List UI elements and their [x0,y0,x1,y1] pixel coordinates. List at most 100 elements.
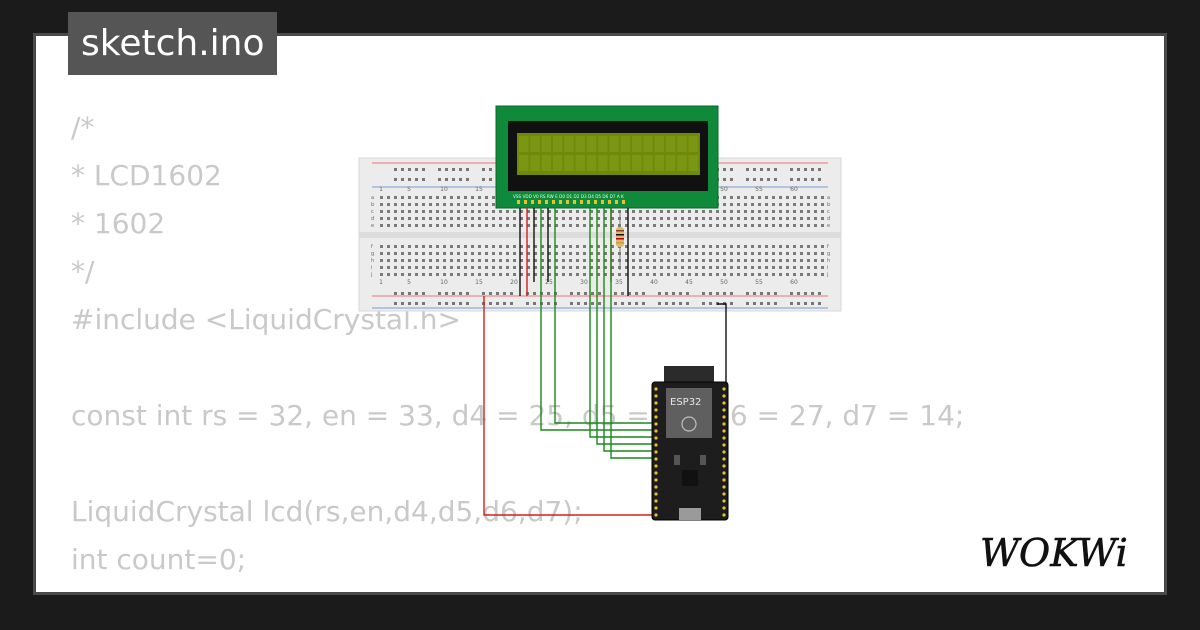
breadboard-hole [632,273,635,276]
column-number: 60 [790,279,798,286]
breadboard-hole [429,245,432,248]
breadboard-hole [541,266,544,269]
code-line: int count=0; [71,543,247,576]
breadboard-hole [576,266,579,269]
breadboard-hole [604,259,607,262]
rail-hole [804,178,807,181]
column-number: 40 [650,279,658,286]
esp32-board: ESP32 [651,366,729,521]
breadboard-hole [471,203,474,206]
breadboard-hole [506,252,509,255]
rail-hole [408,292,411,295]
breadboard-hole [646,217,649,220]
rail-hole [621,302,624,305]
breadboard-hole [716,259,719,262]
breadboard-hole [667,224,670,227]
breadboard-hole [569,224,572,227]
lcd-character-cell [665,136,676,152]
rail-hole [466,168,469,171]
breadboard-hole [534,266,537,269]
rail-hole [547,302,550,305]
breadboard-hole [541,245,544,248]
breadboard-hole [772,210,775,213]
breadboard-hole [597,266,600,269]
lcd-character-cell [677,136,687,152]
code-line: void setup() { [71,584,964,592]
row-letter: f [827,244,829,250]
breadboard-hole [555,210,558,213]
breadboard-hole [415,203,418,206]
lcd-character-cell [632,136,642,152]
rail-hole [723,168,726,171]
breadboard-hole [527,245,530,248]
wire-power [483,296,656,516]
breadboard-hole [415,266,418,269]
esp32-pin [654,415,658,419]
breadboard-hole [380,252,383,255]
breadboard-hole [814,252,817,255]
breadboard-hole [814,196,817,199]
wire-data [603,208,656,452]
breadboard-hole [443,210,446,213]
breadboard-hole [492,217,495,220]
breadboard-hole [485,273,488,276]
breadboard-hole [765,266,768,269]
breadboard-hole [527,224,530,227]
rail-hole [811,178,814,181]
breadboard-hole [751,224,754,227]
breadboard-hole [639,259,642,262]
column-number: 60 [790,186,798,193]
rail-hole [510,292,513,295]
breadboard-hole [807,217,810,220]
breadboard-hole [492,266,495,269]
rail-hole [774,302,777,305]
breadboard-hole [737,259,740,262]
rail-hole [790,168,793,171]
breadboard-hole [597,252,600,255]
breadboard-hole [569,252,572,255]
breadboard-hole [422,252,425,255]
breadboard-hole [576,224,579,227]
lcd-character-cell [643,155,653,171]
lcd-pin [580,200,583,204]
esp32-pin [654,471,658,475]
breadboard-hole [464,210,467,213]
breadboard-hole [471,224,474,227]
breadboard-hole [471,259,474,262]
breadboard-hole [583,224,586,227]
breadboard-hole [415,210,418,213]
breadboard-hole [387,259,390,262]
breadboard-hole [408,252,411,255]
breadboard-hole [562,266,565,269]
breadboard-hole [786,224,789,227]
breadboard-hole [492,273,495,276]
breadboard-hole [576,217,579,220]
breadboard-hole [653,210,656,213]
rail-hole [753,292,756,295]
lcd-character-cell [519,136,529,152]
breadboard-hole [807,224,810,227]
filename-tab[interactable]: sketch.ino [68,12,278,75]
breadboard-hole [800,273,803,276]
breadboard-hole [765,217,768,220]
breadboard-hole [625,266,628,269]
rail-hole [658,302,661,305]
esp32-pin [654,387,658,391]
breadboard-hole [730,259,733,262]
breadboard-hole [471,217,474,220]
breadboard-hole [422,273,425,276]
lcd-character-cell [530,155,540,171]
breadboard-hole [450,245,453,248]
lcd1602: VSS VDD V0 RS RW E D0 D1 D2 D3 D4 D5 D6 … [495,105,719,209]
wokwi-logo[interactable]: WOKWi [978,528,1150,576]
lcd-pin [573,200,576,204]
breadboard-hole [821,196,824,199]
rail-hole [415,302,418,305]
breadboard-hole [450,210,453,213]
rail-hole [408,302,411,305]
breadboard-hole [709,217,712,220]
breadboard-hole [611,259,614,262]
breadboard-hole [702,273,705,276]
breadboard-hole [499,217,502,220]
breadboard-hole [478,196,481,199]
